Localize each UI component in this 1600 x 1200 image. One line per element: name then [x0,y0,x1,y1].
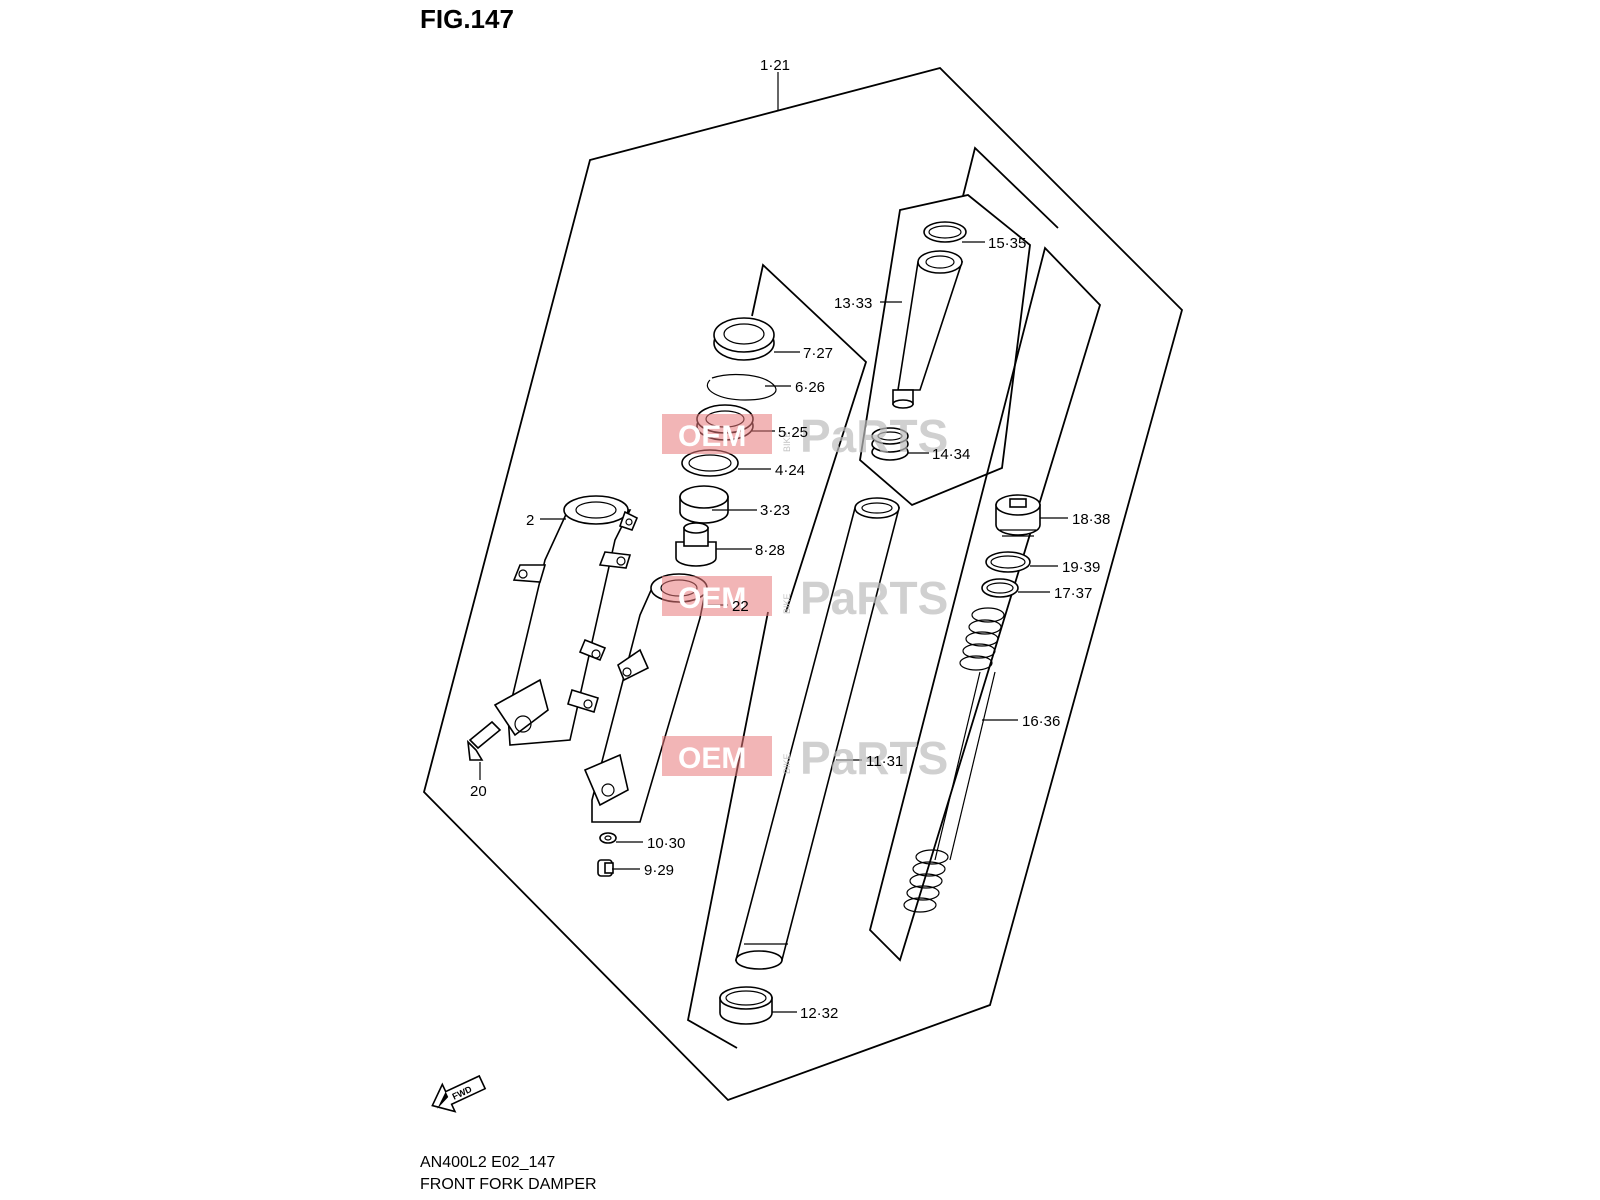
leader-lines [479,241,1068,1013]
gasket-part [599,832,617,844]
assembly-frame-outline [422,66,1184,1102]
piston-ring-part [923,221,967,243]
callout-3-23: 3·23 [760,502,790,519]
callout-19-39: 19·39 [1062,559,1100,576]
callout-12-32: 12·32 [800,1005,838,1022]
o-ring-part-19 [985,551,1031,573]
callout-14-34: 14·34 [932,446,970,463]
watermark-3: OEM BIKE PaRTS [662,732,948,784]
figure-title: FIG.147 [420,4,514,34]
callout-4-24: 4·24 [775,462,805,479]
svg-text:OEM: OEM [678,582,746,615]
callout-8-28: 8·28 [755,542,785,559]
svg-text:BIKE: BIKE [782,431,792,452]
svg-text:BIKE: BIKE [782,593,792,614]
figure-name: FRONT FORK DAMPER [420,1176,597,1193]
callout-20: 20 [470,783,487,800]
bolt-part-9 [597,859,614,877]
inner-tube-part [734,497,901,970]
svg-text:PaRTS: PaRTS [800,732,948,784]
damper-rod-frame-top [962,146,1059,229]
fwd-arrow-icon: FWD [431,1074,487,1113]
spring-group-frame [869,246,1102,962]
callout-11-31: 11·31 [866,753,903,770]
callout-17-37: 17·37 [1054,585,1092,602]
damper-rod-part [892,250,964,409]
callout-10-30: 10·30 [647,835,685,852]
damper-rod-frame [859,194,1031,507]
dust-seal-part [713,317,775,361]
callout-18-38: 18·38 [1072,511,1110,528]
stopper-ring-part [707,373,777,401]
svg-text:OEM: OEM [678,742,746,775]
callout-16-36: 16·36 [1022,713,1060,730]
callout-7-27: 7·27 [803,345,833,362]
slide-bushing-part [719,986,773,1025]
watermark-1: OEM BIKE PaRTS [662,410,948,462]
callout-22: 22 [732,598,749,615]
svg-text:BIKE: BIKE [782,753,792,774]
callout-9-29: 9·29 [644,862,674,879]
slide-metal-part [675,522,717,567]
fork-spring-part [903,607,1005,913]
callout-6-26: 6·26 [795,379,825,396]
bolt-part-20 [466,720,502,761]
oil-seal-washer-part [681,449,739,477]
callout-15-35: 15·35 [988,235,1026,252]
guide-metal-part [679,485,729,524]
watermark-2: OEM BIKE PaRTS [662,572,948,624]
rebound-spring-part [871,427,909,461]
callout-1-21: 1·21 [760,57,790,74]
svg-text:PaRTS: PaRTS [800,572,948,624]
model-code: AN400L2 E02_147 [420,1154,556,1171]
callout-13-33: 13·33 [834,295,872,312]
svg-text:OEM: OEM [678,420,746,453]
svg-text:PaRTS: PaRTS [800,410,948,462]
left-outer-tube-part [493,495,639,746]
spacer-ring-part-17 [981,578,1019,598]
callout-5-25: 5·25 [778,424,808,441]
inner-tube-frame [686,611,769,1049]
cap-bolt-part [995,494,1041,537]
seal-stack-frame [751,263,868,613]
callout-2: 2 [526,512,534,529]
